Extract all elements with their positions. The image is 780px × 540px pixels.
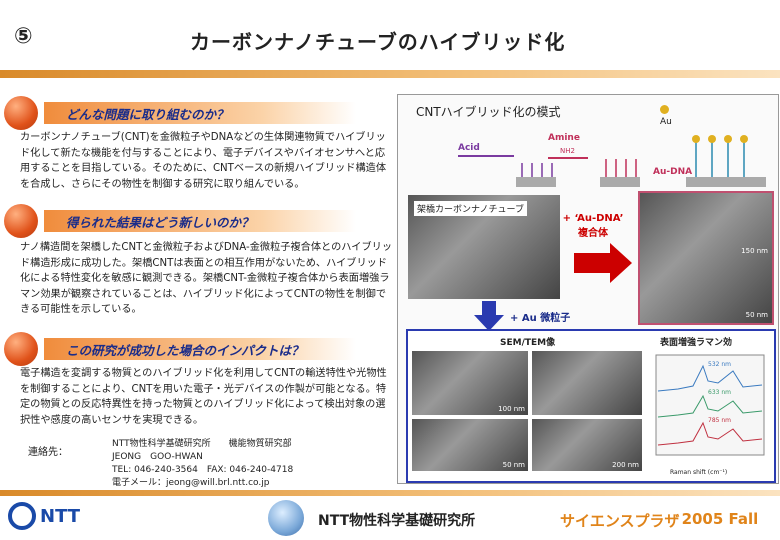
gold-particle-icon — [660, 105, 669, 114]
raman-label: 表面増強ラマン効 — [660, 338, 733, 348]
section-body: ナノ構造間を架橋したCNTと金微粒子およびDNA-金微粒子複合体とのハイブリッド… — [20, 242, 393, 316]
section-3-header: この研究が成功した場合のインパクトは？ — [4, 332, 394, 366]
section-2-header: 得られた結果はどう新しいのか？ — [4, 204, 394, 238]
lab-name: NTT物性科学基礎研究所 — [318, 513, 476, 529]
au-label: Au — [660, 117, 672, 127]
logo-text: NTT — [40, 505, 81, 527]
audna-complex-label: + ‘Au-DNA’ 複合体 — [562, 213, 624, 239]
bottom-panel: SEM/TEM像 表面増強ラマン効 100 nm 50 nm 200 nm 53… — [406, 329, 776, 483]
ntt-logo[interactable]: NTT — [8, 502, 80, 530]
scale-label: 150 nm — [741, 247, 768, 255]
globe-icon — [268, 500, 304, 536]
sem-image-3: 50 nm — [412, 419, 528, 471]
scale-label: 100 nm — [498, 405, 525, 413]
page-title: カーボンナノチューブのハイブリッド化 — [190, 30, 566, 54]
scale-label: 50 nm — [745, 311, 768, 319]
section-heading: この研究が成功した場合のインパクトは？ — [44, 338, 356, 360]
ntt-ring-icon — [8, 502, 36, 530]
section-number: ⑤ — [14, 24, 33, 49]
section-body: 電子構造を変調する物質とのハイブリッド化を利用してCNTの輸送特性や光物性を制御… — [20, 368, 387, 426]
audna-label: Au-DNA — [653, 167, 693, 177]
contact-name: JEONG GOO-HWAN — [112, 452, 203, 462]
scale-label: 50 nm — [502, 461, 525, 469]
sem-label: SEM/TEM像 — [500, 338, 556, 348]
amine-label: Amine — [548, 133, 580, 143]
contact-tel: TEL: 046-240-3564 FAX: 046-240-4718 — [112, 465, 294, 475]
section-heading: 得られた結果はどう新しいのか？ — [44, 210, 356, 232]
acid-label: Acid — [458, 143, 480, 153]
sem-image-1: 100 nm — [412, 351, 528, 415]
raman-xlabel: Raman shift (cm⁻¹) — [670, 469, 728, 476]
figure-title: CNTハイブリッド化の模式 — [416, 105, 561, 119]
contact-label: 連絡先： — [28, 447, 68, 458]
blue-down-arrow-icon — [474, 301, 504, 331]
section-heading: どんな問題に取り組むのか？ — [44, 102, 356, 124]
sem-image-2 — [532, 351, 642, 415]
contact-org: NTT物性科学基礎研究所 機能物質研究部 — [112, 439, 292, 449]
raman-w3: 785 nm — [708, 417, 732, 424]
cnt-label: 架橋カーボンナノチューブ — [414, 201, 528, 216]
tem-image: 200 nm — [532, 419, 642, 471]
red-arrow-icon — [574, 243, 632, 283]
acid-arrow — [458, 155, 514, 157]
raman-w1: 532 nm — [708, 361, 732, 368]
orange-ball-icon — [4, 332, 38, 366]
figure-panel: CNTハイブリッド化の模式 Acid Amine NH2 Au Au-DNA 架… — [397, 94, 779, 484]
contact-block: NTT物性科学基礎研究所 機能物質研究部 JEONG GOO-HWAN TEL:… — [112, 438, 392, 490]
scale-label: 200 nm — [612, 461, 639, 469]
contact-email[interactable]: 電子メール：jeong@will.brl.ntt.co.jp — [112, 478, 270, 488]
orange-ball-icon — [4, 96, 38, 130]
raman-w2: 633 nm — [708, 389, 732, 396]
raman-spectra-plot — [655, 354, 765, 456]
amine-arrow — [548, 157, 588, 159]
event-name: サイエンスプラザ 2005 Fall — [560, 510, 758, 531]
au-particle-label: + Au 微粒子 — [510, 313, 571, 324]
nh2-label: NH2 — [560, 147, 575, 155]
audna-sem-image: 150 nm 50 nm — [638, 191, 774, 325]
surface-schematic — [516, 135, 766, 187]
orange-ball-icon — [4, 204, 38, 238]
event-title: サイエンスプラザ — [560, 512, 680, 530]
event-year: 2005 Fall — [681, 510, 759, 528]
cnt-sem-image: 架橋カーボンナノチューブ — [408, 195, 560, 299]
bottom-divider — [0, 490, 780, 496]
section-body: カーボンナノチューブ(CNT)を金微粒子やDNAなどの生体関連物質でハイブリッド… — [20, 132, 387, 190]
top-divider — [0, 70, 780, 78]
section-1-header: どんな問題に取り組むのか？ — [4, 96, 394, 130]
